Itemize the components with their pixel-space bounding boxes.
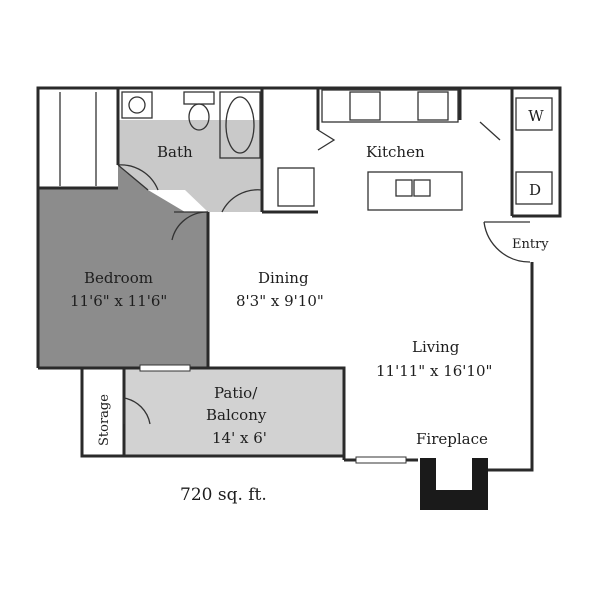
washer-label: W [528,107,544,125]
fireplace-icon [420,458,488,510]
bedroom-label: Bedroom [84,269,153,287]
dining-size: 8'3" x 9'10" [236,292,324,310]
living-size: 11'11" x 16'10" [376,362,492,380]
kitchen-label: Kitchen [366,143,425,161]
dryer-label: D [529,181,541,199]
total-area: 720 sq. ft. [180,485,267,505]
living-label: Living [412,338,460,356]
entry-label: Entry [512,237,549,252]
patio-area [124,368,344,456]
bath-fixtures [121,91,261,159]
patio-label-line1: Patio/ [214,384,258,402]
dryer-box [515,171,553,205]
patio-size: 14' x 6' [212,429,267,447]
doors [117,121,531,425]
patio-label-line2: Balcony [206,406,267,424]
bath-area [118,120,262,212]
dining-label: Dining [258,269,309,287]
bedroom-size: 11'6" x 11'6" [70,292,167,310]
fireplace-label: Fireplace [416,430,488,448]
exterior-walls [36,86,562,472]
bath-label: Bath [157,143,193,161]
washer-box [515,97,553,131]
interior-walls [38,88,560,368]
bedroom-area [38,165,208,368]
kitchen-fixtures [277,89,553,211]
storage-label: Storage [97,394,112,446]
windows [139,364,407,464]
